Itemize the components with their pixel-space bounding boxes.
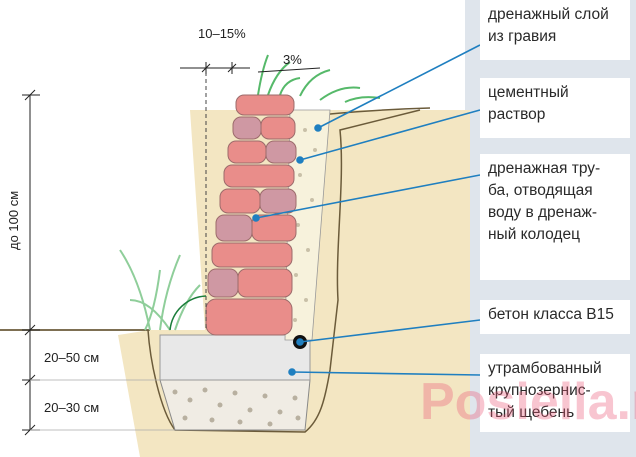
batter-value: 10–15% <box>198 26 246 41</box>
watermark: Posiella.ru <box>420 373 636 431</box>
stone <box>207 268 239 298</box>
slope-value: 3% <box>283 52 302 67</box>
foundation-value: 20–50 см <box>44 350 99 365</box>
vertical-dimension <box>22 89 40 436</box>
stone <box>215 214 253 242</box>
label-mortar: цементный раствор <box>480 78 630 138</box>
label-pipe: дренажная тру- ба, отводящая воду в дрен… <box>480 154 630 280</box>
leader-lines <box>252 44 481 376</box>
stone <box>265 140 297 164</box>
label-gravel: дренажный слой из гравия <box>480 0 630 60</box>
stone <box>235 94 295 116</box>
gravel-base <box>159 379 311 431</box>
stone-wall <box>205 94 297 336</box>
stone <box>227 140 267 164</box>
label-gravel-base: утрамбованный крупнозернис- тый щебень <box>480 354 630 432</box>
base-value: 20–30 см <box>44 400 99 415</box>
concrete-footing <box>159 334 311 381</box>
grass-left <box>119 249 201 331</box>
stone <box>237 268 293 298</box>
stone <box>260 116 296 140</box>
stone <box>223 164 295 188</box>
slope-line <box>257 67 321 73</box>
batter-dimension <box>180 62 250 74</box>
stone <box>219 188 261 214</box>
gravel-dots <box>172 387 301 427</box>
stone <box>232 116 262 140</box>
label-concrete: бетон класса В15 <box>480 300 630 334</box>
stone <box>211 242 293 268</box>
trench-outline <box>0 109 421 433</box>
height-value: до 100 см <box>6 191 21 250</box>
batter-angle-icon <box>169 295 207 331</box>
stone <box>205 298 293 336</box>
drainage-dots <box>293 128 317 322</box>
stone <box>259 188 297 214</box>
